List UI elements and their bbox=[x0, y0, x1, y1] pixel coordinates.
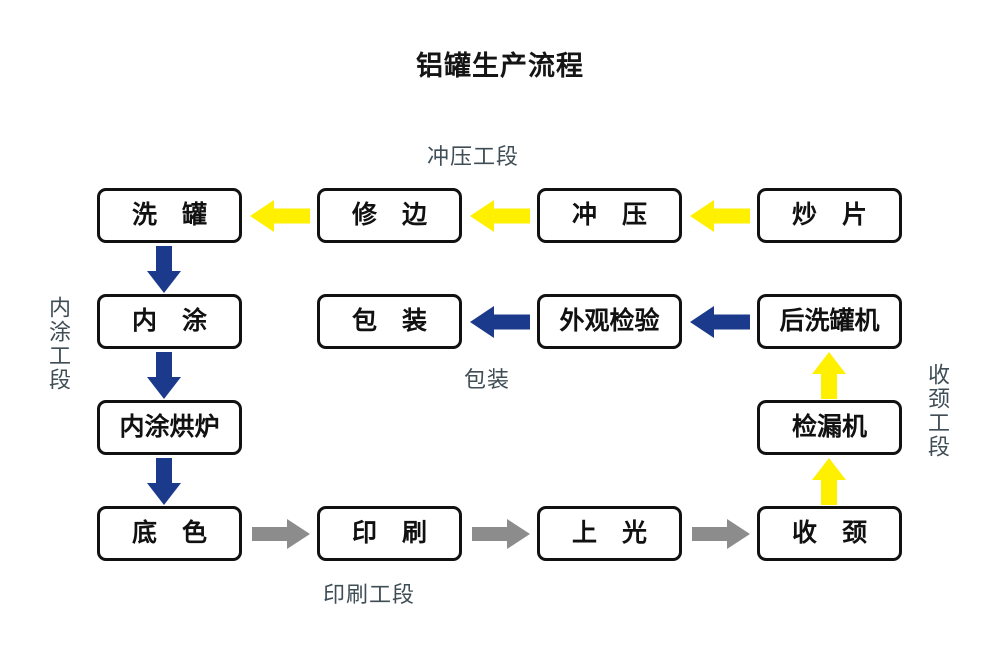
node-shangguang[interactable]: 上 光 bbox=[537, 506, 682, 561]
arrow-shoujing-to-jianlouji bbox=[812, 458, 846, 505]
node-chaopian[interactable]: 炒 片 bbox=[757, 188, 902, 243]
arrow-yinshua-to-shangguang bbox=[472, 519, 530, 549]
arrow-neitu-to-honglu bbox=[147, 352, 181, 399]
node-xiubian[interactable]: 修 边 bbox=[317, 188, 462, 243]
arrow-houxiguanji-to-waiguan bbox=[690, 306, 750, 338]
section-label-packaging: 包装 bbox=[464, 367, 511, 392]
node-baozhuang[interactable]: 包 装 bbox=[317, 294, 462, 349]
node-neitu[interactable]: 内 涂 bbox=[97, 294, 242, 349]
page-title: 铝罐生产流程 bbox=[416, 51, 584, 81]
arrow-shangguang-to-shoujing bbox=[692, 519, 750, 549]
node-chongya[interactable]: 冲 压 bbox=[537, 188, 682, 243]
node-neitu-honglu[interactable]: 内涂烘炉 bbox=[97, 400, 242, 455]
arrow-jianlouji-to-houxiguanji bbox=[812, 352, 846, 399]
node-waiguan-jianyan[interactable]: 外观检验 bbox=[537, 294, 682, 349]
arrow-chaopian-to-chongya bbox=[690, 200, 750, 232]
node-shoujing[interactable]: 收 颈 bbox=[757, 506, 902, 561]
node-yinshua[interactable]: 印 刷 bbox=[317, 506, 462, 561]
node-jianlouji[interactable]: 检漏机 bbox=[757, 400, 902, 455]
section-label-inner-coating: 内涂工段 bbox=[46, 296, 71, 392]
arrow-dise-to-yinshua bbox=[252, 519, 310, 549]
arrow-xiubian-to-xiguan bbox=[250, 200, 310, 232]
arrow-chongya-to-xiubian bbox=[470, 200, 530, 232]
arrow-xiguan-to-neitu bbox=[147, 246, 181, 293]
arrow-waiguan-to-baozhuang bbox=[470, 306, 530, 338]
section-label-stamping: 冲压工段 bbox=[427, 144, 520, 169]
section-label-necking: 收颈工段 bbox=[925, 363, 950, 459]
section-label-printing: 印刷工段 bbox=[323, 582, 416, 607]
arrow-honglu-to-dise bbox=[147, 458, 181, 505]
node-xiguan[interactable]: 洗 罐 bbox=[97, 188, 242, 243]
node-houxiguanji[interactable]: 后洗罐机 bbox=[757, 294, 902, 349]
node-dise[interactable]: 底 色 bbox=[97, 506, 242, 561]
